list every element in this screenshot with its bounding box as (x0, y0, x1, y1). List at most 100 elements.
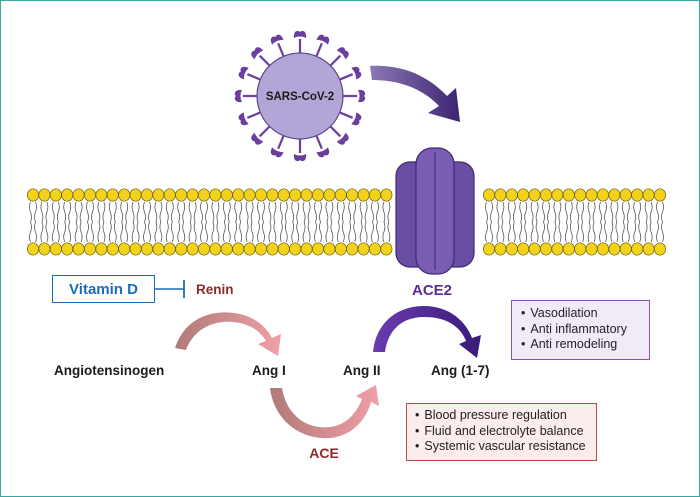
lipid-head (334, 188, 347, 202)
lipid-tail (319, 221, 322, 243)
effect-vasodilation: Vasodilation (521, 306, 649, 322)
ace-label: ACE (309, 445, 339, 461)
lipid-tail (376, 201, 379, 223)
lipid-tail (592, 221, 596, 243)
virus-spike-head (316, 147, 330, 158)
lipid-head (243, 242, 256, 256)
lipid-head (186, 242, 199, 256)
lipid-tail (29, 221, 32, 243)
lipid-tail (234, 201, 238, 223)
lipid-tail (227, 201, 231, 223)
lipid-head (277, 242, 290, 256)
lipid-tail (353, 221, 357, 243)
lipid-tail (113, 201, 117, 223)
lipid-tail (530, 221, 534, 243)
lipid-tail (615, 221, 619, 243)
lipid-tail (216, 221, 220, 243)
lipid-head (175, 188, 188, 202)
lipid-tail (154, 201, 158, 223)
ace2-receptor (395, 147, 475, 275)
lipid-tail (211, 221, 215, 243)
lipid-head (654, 242, 666, 256)
lipid-tail (239, 221, 243, 243)
lipid-head (619, 188, 632, 202)
lipid-head (540, 242, 552, 256)
lipid-tail (63, 221, 67, 243)
lipid-tail (40, 221, 44, 243)
lipid-tail (245, 221, 249, 243)
lipid-tail (564, 201, 568, 223)
lipid-head (494, 242, 507, 256)
lipid-tail (188, 201, 192, 223)
lipid-tail (558, 221, 562, 243)
virus-spike-head (270, 34, 284, 45)
lipid-tail (490, 221, 493, 243)
lipid-tail (211, 201, 215, 223)
lipid-tail (148, 201, 151, 223)
lipid-tail (325, 201, 329, 223)
lipid-tail (547, 201, 550, 223)
lipid-tail (63, 201, 67, 223)
lipid-tail (547, 221, 550, 243)
renin-arrow (175, 312, 281, 356)
lipid-tail (113, 221, 117, 243)
lipid-tail (86, 201, 89, 223)
lipid-head (152, 188, 165, 202)
lipid-head (357, 242, 370, 256)
lipid-tail (262, 201, 265, 223)
virus-binding-arrow (370, 65, 460, 122)
lipid-tail (273, 201, 277, 223)
lipid-head (198, 242, 210, 256)
effect-blood-pressure: Blood pressure regulation (415, 408, 596, 424)
vitamin-d-label: Vitamin D (69, 280, 138, 298)
lipid-tail (649, 201, 653, 223)
lipid-tail (592, 201, 596, 223)
lipid-tail (257, 221, 260, 243)
lipid-head (266, 188, 279, 202)
lipid-head (95, 242, 108, 256)
lipid-tail (638, 221, 642, 243)
lipid-head (61, 242, 74, 256)
lipid-head (255, 242, 267, 256)
lipid-tail (234, 221, 238, 243)
lipid-head (266, 242, 279, 256)
lipid-tail (656, 201, 659, 223)
lipid-head (608, 242, 621, 256)
lipid-head (72, 242, 85, 256)
lipid-tail (535, 221, 539, 243)
lipid-tail (284, 201, 288, 223)
ang-2-label: Ang II (343, 363, 381, 378)
lipid-head (198, 188, 210, 202)
lipid-tail (79, 201, 83, 223)
lipid-head (517, 242, 530, 256)
lipid-tail (661, 201, 664, 223)
lipid-head (141, 242, 153, 256)
lipid-tail (587, 201, 591, 223)
lipid-tail (193, 221, 197, 243)
lipid-tail (170, 201, 174, 223)
lipid-tail (296, 201, 300, 223)
lipid-head (619, 242, 632, 256)
lipid-head (49, 242, 62, 256)
lipid-tail (587, 221, 591, 243)
lipid-head (186, 188, 199, 202)
lipid-head (642, 188, 655, 202)
virus-spike-stalk (328, 54, 342, 68)
lipid-head (27, 188, 39, 202)
lipid-tail (154, 221, 158, 243)
lipid-head (220, 242, 233, 256)
lipid-tail (291, 221, 295, 243)
lipid-head (106, 242, 119, 256)
lipid-tail (222, 201, 226, 223)
lipid-head (289, 188, 302, 202)
angiotensinogen-label: Angiotensinogen (54, 363, 164, 378)
lipid-head (118, 188, 131, 202)
virus-spike-stalk (258, 54, 272, 68)
virus-spike-head (238, 66, 249, 80)
lipid-tail (177, 221, 181, 243)
sars-cov-2-virus (234, 30, 366, 162)
lipid-tail (341, 221, 345, 243)
lipid-tail (359, 201, 363, 223)
ace-effects-box: Blood pressure regulation Fluid and elec… (406, 403, 597, 461)
lipid-tail (626, 201, 630, 223)
